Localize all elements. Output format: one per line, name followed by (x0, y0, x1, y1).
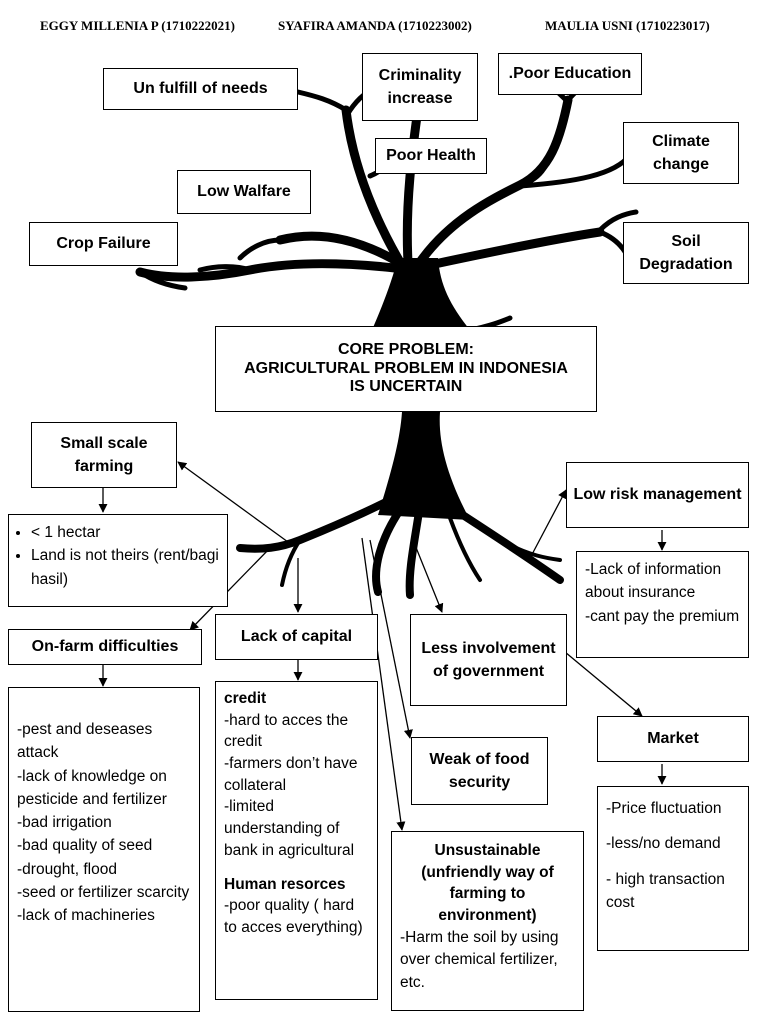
credit-item: -hard to acces the credit (224, 711, 349, 751)
cause-arrows (98, 461, 667, 831)
human-resources-heading: Human resorces (224, 875, 346, 893)
arrow-to-weak-food (369, 539, 413, 739)
cause-less-involvement-government: Less involvement of government (410, 614, 567, 706)
effect-poor-health: Poor Health (375, 138, 487, 174)
effect-low-welfare-label: Low Walfare (197, 183, 291, 201)
authors-line: EGGY MILLENIA P (1710222021) SYAFIRA AMA… (0, 18, 768, 38)
cause-unsustainable: Unsustainable (unfriendly way of farming… (391, 831, 584, 1011)
on-farm-item: -bad quality of seed (17, 837, 153, 855)
on-farm-item: -seed or fertilizer scarcity (17, 883, 190, 901)
tree-trunk-upper (372, 258, 470, 330)
author-3: MAULIA USNI (1710223017) (545, 18, 710, 33)
on-farm-item: -pest and deseases attack (17, 721, 153, 762)
human-resources-item: -poor quality ( hard to acces everything… (224, 897, 363, 936)
effect-unfulfill-needs: Un fulfill of needs (103, 68, 298, 110)
lack-capital-details: credit -hard to acces the credit -farmer… (215, 681, 378, 1000)
effect-criminality: Criminality increase (362, 53, 478, 121)
market-item: - high transaction cost (606, 870, 725, 911)
on-farm-item: -lack of knowledge on pesticide and fert… (17, 767, 167, 808)
credit-item: -farmers don’t have collateral (224, 755, 358, 794)
on-farm-item: -lack of machineries (17, 907, 155, 924)
effect-soil-degradation-label: Soil Degradation (639, 232, 733, 273)
credit-item: -limited understanding of bank in agricu… (224, 798, 355, 859)
core-problem-line-2: AGRICULTURAL PROBLEM IN INDONESIA (244, 359, 568, 377)
cause-low-risk-management-title: Low risk management (573, 486, 742, 504)
small-scale-item: < 1 hectar (31, 521, 219, 544)
tree-trunk (378, 412, 470, 520)
effect-poor-health-label: Poor Health (386, 147, 476, 165)
effect-crop-failure-label: Crop Failure (56, 235, 151, 253)
arrow-to-small-scale (177, 461, 289, 543)
arrow-to-market (564, 651, 643, 717)
small-scale-details: < 1 hectar Land is not theirs (rent/bagi… (8, 514, 228, 607)
market-details: -Price fluctuation -less/no demand - hig… (597, 786, 749, 951)
cause-unsustainable-title: Unsustainable (unfriendly way of farming… (421, 842, 554, 925)
author-1: EGGY MILLENIA P (1710222021) (40, 18, 235, 33)
arrow-to-unsustainable (361, 537, 406, 831)
cause-low-risk-management: Low risk management (566, 462, 749, 528)
core-problem-line-3: IS UNCERTAIN (349, 378, 463, 396)
unsustainable-item: -Harm the soil by using over chemical fe… (400, 928, 559, 991)
low-risk-item: -Lack of information about insurance (585, 561, 722, 602)
cause-market-title: Market (647, 730, 699, 748)
effect-soil-degradation: Soil Degradation (623, 222, 749, 284)
effect-poor-education: .Poor Education (498, 53, 642, 95)
arrow-to-low-risk (527, 489, 567, 563)
market-item: -Price fluctuation (606, 800, 722, 817)
cause-on-farm-difficulties-title: On-farm difficulties (31, 638, 179, 656)
core-problem-box: CORE PROBLEM: AGRICULTURAL PROBLEM IN IN… (215, 326, 597, 412)
on-farm-item: -drought, flood (17, 860, 117, 878)
author-2: SYAFIRA AMANDA (1710223002) (278, 18, 472, 33)
cause-market: Market (597, 716, 749, 762)
low-risk-item: -cant pay the premium (585, 607, 740, 625)
cause-less-involvement-government-title: Less involvement of government (421, 639, 556, 680)
arrow-to-less-gov (414, 544, 444, 613)
effect-poor-education-label: .Poor Education (508, 65, 632, 83)
on-farm-item: -bad irrigation (17, 814, 112, 831)
cause-small-scale-farming: Small scale farming (31, 422, 177, 488)
effect-climate-change-label: Climate change (652, 132, 710, 173)
effect-climate-change: Climate change (623, 122, 739, 184)
cause-weak-food-security: Weak of food security (411, 737, 548, 805)
credit-heading: credit (224, 690, 267, 707)
cause-on-farm-difficulties: On-farm difficulties (8, 629, 202, 665)
effect-low-welfare: Low Walfare (177, 170, 311, 214)
on-farm-details: -pest and deseases attack -lack of knowl… (8, 687, 200, 1012)
effect-criminality-label: Criminality increase (378, 66, 462, 107)
core-problem-line-1: CORE PROBLEM: (338, 341, 474, 359)
arrow-to-on-farm (189, 547, 271, 631)
tree-silhouette (135, 75, 639, 599)
effect-unfulfill-needs-label: Un fulfill of needs (133, 80, 268, 98)
cause-small-scale-farming-title: Small scale farming (60, 434, 148, 475)
effect-crop-failure: Crop Failure (29, 222, 178, 266)
cause-lack-of-capital-title: Lack of capital (240, 628, 353, 646)
low-risk-details: -Lack of information about insurance -ca… (576, 551, 749, 658)
cause-weak-food-security-title: Weak of food security (429, 750, 530, 791)
market-item: -less/no demand (606, 835, 721, 853)
small-scale-item: Land is not theirs (rent/bagi hasil) (31, 544, 219, 591)
cause-lack-of-capital: Lack of capital (215, 614, 378, 660)
